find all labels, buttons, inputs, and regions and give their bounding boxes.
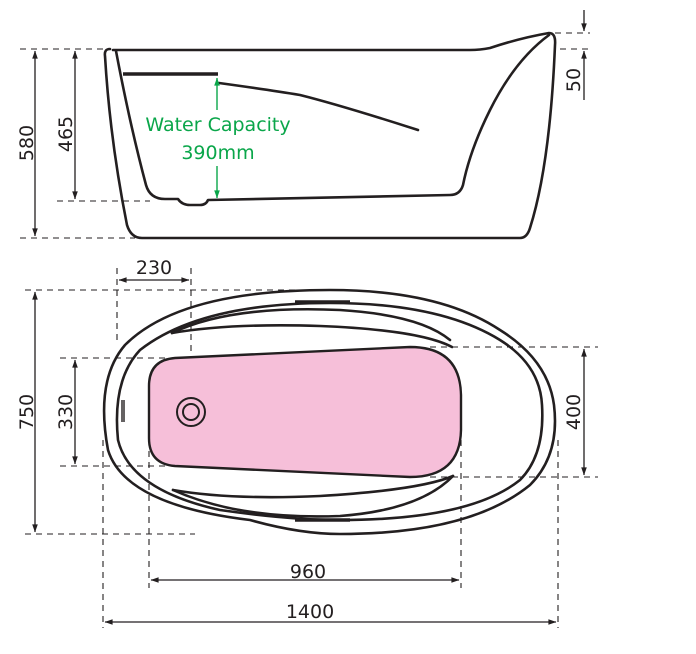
dimension-330: 330 xyxy=(55,359,78,465)
side-view: 580 465 50 Water Capacity 390mm xyxy=(16,10,590,240)
dimension-label-overall-length: 1400 xyxy=(286,601,334,623)
bath-inner-basin-profile xyxy=(114,33,551,207)
bath-outer-rim xyxy=(102,288,557,536)
dimension-230: 230 xyxy=(118,257,190,283)
dimension-960: 960 xyxy=(150,561,460,583)
dimension-580: 580 xyxy=(16,50,38,237)
dimension-label-overall-height: 580 xyxy=(16,125,38,161)
rim-fold-bottom-inner xyxy=(171,474,455,499)
top-view: 230 750 330 400 960 1400 xyxy=(16,257,598,628)
dimension-label-inner-depth: 465 xyxy=(55,116,77,152)
bath-basin-floor xyxy=(147,345,463,479)
dimension-label-basin-width-left: 330 xyxy=(55,394,77,430)
dimension-1400: 1400 xyxy=(104,601,557,625)
water-capacity-annotation: Water Capacity 390mm xyxy=(145,77,291,199)
rim-fold-top-outer xyxy=(170,307,452,342)
water-capacity-label: Water Capacity xyxy=(145,114,290,136)
dimension-label-headrest-rise: 50 xyxy=(563,68,585,92)
side-view-extension-lines xyxy=(20,32,590,239)
dimension-label-waste-offset: 230 xyxy=(136,257,172,279)
top-view-extension-lines xyxy=(25,268,598,628)
dimension-465: 465 xyxy=(55,50,78,200)
dimension-50: 50 xyxy=(563,10,587,100)
headrest-contour-line xyxy=(217,81,420,132)
dimension-label-basin-width-right: 400 xyxy=(563,394,585,430)
dimension-label-basin-length: 960 xyxy=(290,561,326,583)
dimension-750: 750 xyxy=(16,291,38,533)
dimension-label-overall-width: 750 xyxy=(16,394,38,430)
bath-outer-shell-profile xyxy=(103,31,557,240)
water-capacity-value: 390mm xyxy=(181,142,254,164)
rim-fold-top-inner xyxy=(170,324,454,349)
drain-waste-icon xyxy=(176,397,206,427)
rim-fold-bottom-outer xyxy=(171,474,455,518)
dimension-400: 400 xyxy=(563,348,587,476)
